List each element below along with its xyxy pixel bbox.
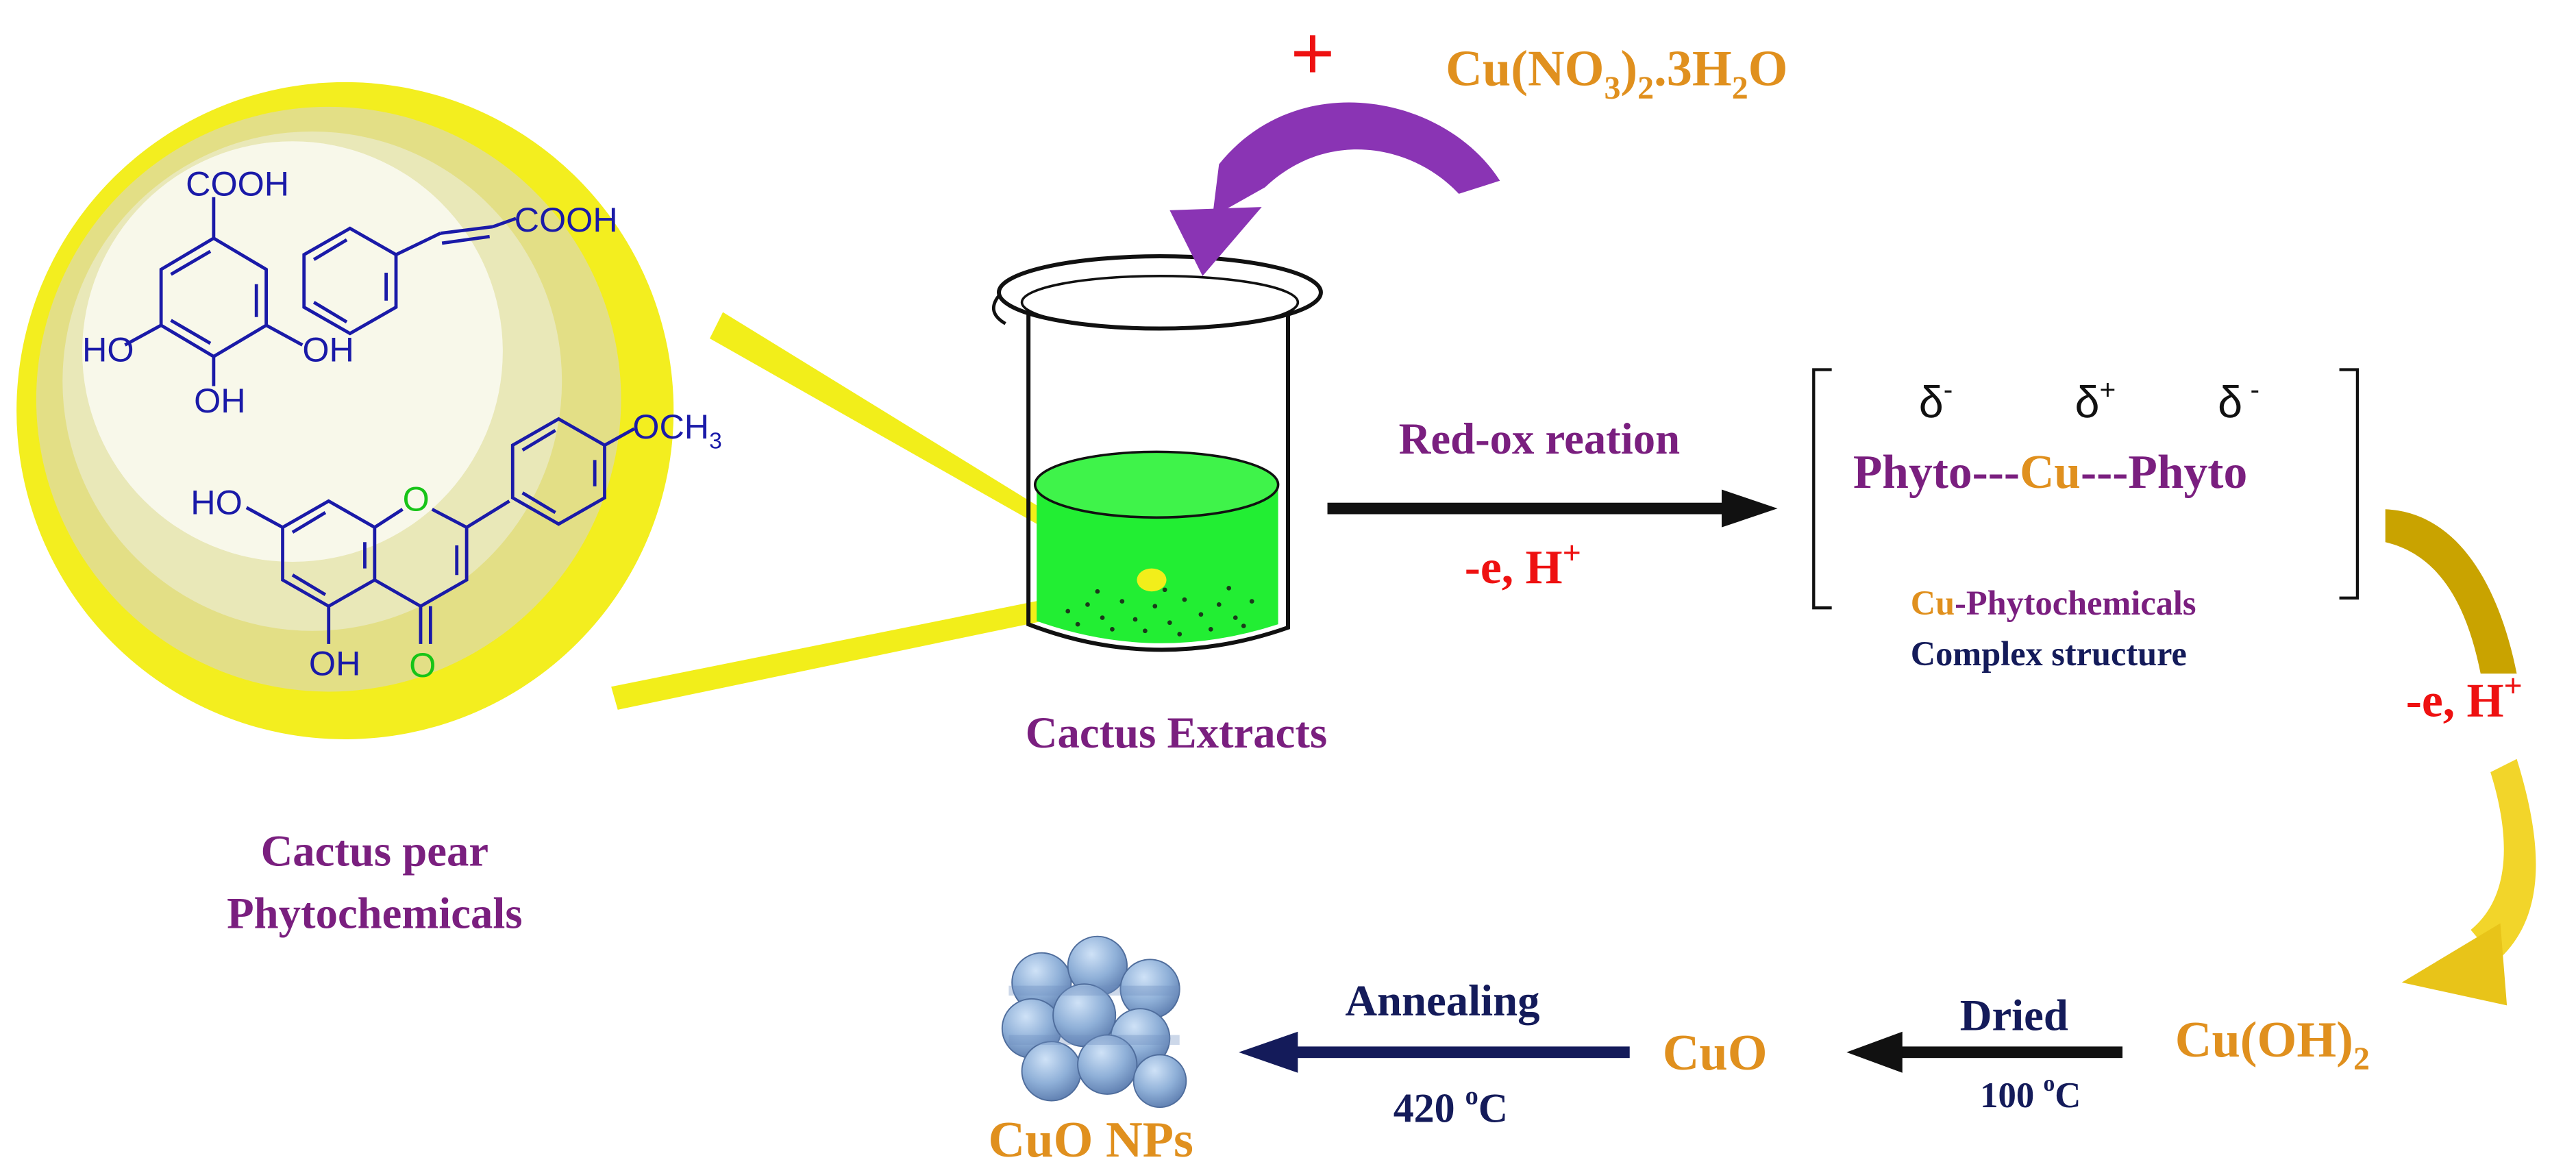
nanoparticle-cluster-icon bbox=[1001, 935, 1187, 1109]
plus-sign: + bbox=[1291, 11, 1335, 95]
flavone-methoxy-label: OCH3 bbox=[632, 407, 722, 454]
beaker-icon bbox=[991, 254, 1323, 652]
annealing-label: Annealing bbox=[1345, 976, 1539, 1026]
redox-label: Red-ox reation bbox=[1399, 415, 1680, 464]
cuo-label: CuO bbox=[1663, 1025, 1768, 1081]
gallic-oh-right-label: OH bbox=[302, 330, 354, 369]
hydrolysis-arrow bbox=[2385, 509, 2536, 1006]
flavone-oh-label: OH bbox=[309, 643, 361, 682]
reagent-formula: Cu(NO3)2.3H2O bbox=[1446, 41, 1787, 106]
delta-plus-center: δ+ bbox=[2075, 374, 2116, 427]
addition-arrow bbox=[1169, 102, 1500, 276]
gallic-acid-structure bbox=[124, 197, 304, 386]
complex-caption-line2: Complex structure bbox=[1911, 634, 2187, 673]
redox-arrow bbox=[1327, 489, 1778, 528]
lens-caption-line1: Cactus pear bbox=[261, 827, 489, 876]
drying-label: Dried bbox=[1960, 991, 2068, 1040]
gallic-cooh-label: COOH bbox=[186, 164, 289, 203]
magnifier-beam bbox=[611, 578, 1154, 710]
product-label: CuO NPs bbox=[989, 1112, 1193, 1168]
delta-minus-right: δ - bbox=[2218, 374, 2259, 427]
lens-caption-line2: Phytochemicals bbox=[227, 889, 522, 939]
gallic-ho-label: HO bbox=[82, 330, 134, 369]
sediment-dots bbox=[1065, 586, 1254, 637]
cinnamic-acid-structure bbox=[302, 217, 517, 336]
magnifier-lens-icon bbox=[16, 82, 1154, 739]
beaker-label: Cactus Extracts bbox=[1026, 708, 1327, 758]
complex-bracket bbox=[1812, 368, 2360, 610]
gallic-oh-bottom-label: OH bbox=[194, 381, 246, 420]
redox-condition: -e, H+ bbox=[1465, 534, 1581, 594]
complex-formula: Phyto---Cu---Phyto bbox=[1853, 446, 2247, 499]
cinnamic-cooh-label: COOH bbox=[515, 200, 618, 239]
hydroxide-formula: Cu(OH)2 bbox=[2175, 1012, 2370, 1077]
drying-arrow bbox=[1846, 1031, 2123, 1073]
hydrolysis-condition: -e, H+ bbox=[2406, 668, 2523, 728]
flavone-ring-oxygen: O bbox=[403, 480, 430, 519]
delta-minus-left: δ- bbox=[1919, 374, 1953, 427]
flavone-structure bbox=[245, 417, 635, 644]
annealing-temperature: 420 oC bbox=[1394, 1081, 1508, 1131]
flavone-carbonyl-oxygen: O bbox=[409, 645, 436, 684]
flavone-ho-label: HO bbox=[190, 482, 243, 521]
annealing-arrow bbox=[1239, 1031, 1630, 1073]
complex-caption-line1: Cu-Phytochemicals bbox=[1911, 584, 2196, 622]
drying-temperature: 100 oC bbox=[1980, 1071, 2081, 1115]
